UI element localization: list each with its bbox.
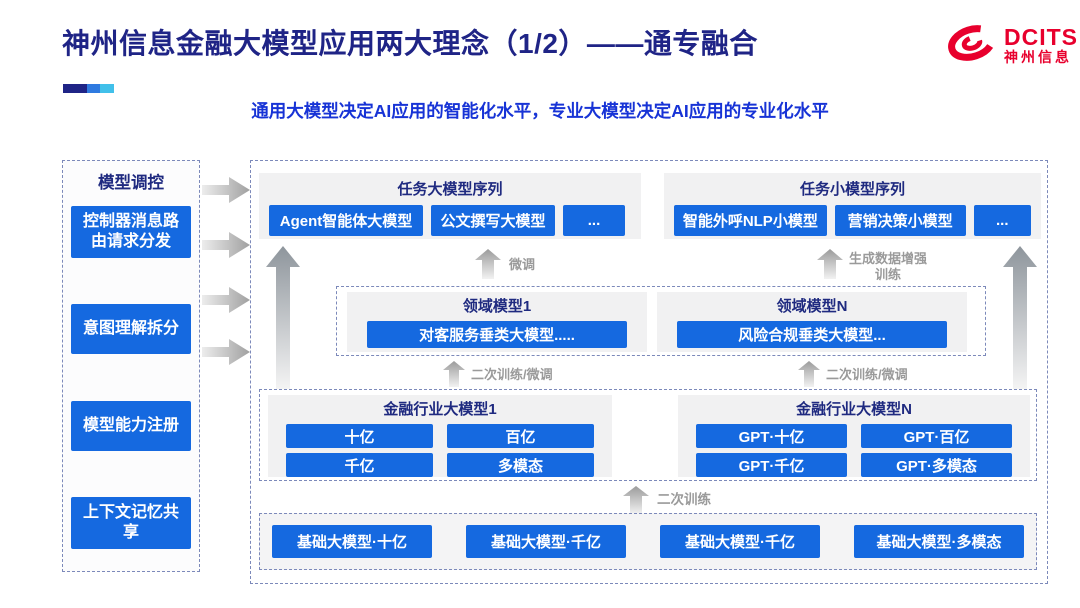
diagram-canvas: 任务大模型序列 Agent智能体大模型 公文撰写大模型 ... 任务小模型序列 … [250,160,1048,584]
industry-model-1-title: 金融行业大模型1 [383,401,497,418]
model-chip-gpt-multimodal: GPT·多模态 [861,453,1012,477]
domain-model-1-title: 领域模型1 [462,298,532,315]
model-chip-1b: 十亿 [286,424,433,448]
industry-model-n-panel: 金融行业大模型N GPT·十亿 GPT·百亿 GPT·千亿 GPT·多模态 [678,395,1030,477]
dcits-swirl-icon [946,20,998,71]
industry-model-1-panel: 金融行业大模型1 十亿 百亿 千亿 多模态 [268,395,612,477]
task-large-title: 任务大模型序列 [397,181,503,198]
domain-models-group: 领域模型1 对客服务垂类大模型..... 领域模型N 风险合规垂类大模型... [336,286,986,356]
slide-subtitle: 通用大模型决定AI应用的智能化水平，专业大模型决定AI应用的专业化水平 [251,101,829,121]
label-secondary-training-left: 二次训练/微调 [471,367,553,382]
model-chip-base-multimodal: 基础大模型·多模态 [854,525,1024,558]
right-arrow-icon [202,287,250,318]
industry-model-n-title: 金融行业大模型N [796,401,912,418]
up-arrow-icon [475,249,501,284]
model-control-panel: 模型调控 控制器消息路由请求分发 意图理解拆分 模型能力注册 上下文记忆共享 [62,160,200,572]
page-title: 神州信息金融大模型应用两大理念（1/2）——通专融合 [62,28,758,59]
logo-brand-text: DCITS [1004,24,1078,51]
label-secondary-training-right: 二次训练/微调 [826,367,908,382]
domain-model-n-title: 领域模型N [776,298,848,315]
model-chip-100b: 千亿 [286,453,433,477]
right-arrow-icon [202,339,250,370]
task-small-title: 任务小模型序列 [799,181,905,198]
model-chip-marketing-decision: 营销决策小模型 [834,205,966,236]
label-fine-tune: 微调 [509,257,536,272]
model-chip-gpt-10b: GPT·百亿 [861,424,1012,448]
model-chip-customer-service: 对客服务垂类大模型..... [367,321,627,348]
sidebar-item-message-routing: 控制器消息路由请求分发 [71,206,191,258]
model-chip-outbound-nlp: 智能外呼NLP小模型 [674,205,827,236]
model-chip-agent: Agent智能体大模型 [269,205,423,236]
logo-brand-cn: 神州信息 [1004,49,1072,66]
model-chip-base-100b-2: 基础大模型·千亿 [660,525,820,558]
model-chip-ellipsis: ... [973,205,1031,236]
up-arrow-icon [798,361,820,392]
dcits-logo: DCITS 神州信息 [946,20,1078,71]
industry-models-group: 金融行业大模型1 十亿 百亿 千亿 多模态 金融行业大模型N GPT·十亿 GP… [259,389,1037,481]
model-chip-ellipsis: ... [563,205,625,236]
task-large-model-panel: 任务大模型序列 Agent智能体大模型 公文撰写大模型 ... [259,173,641,239]
up-arrow-icon [817,249,843,284]
right-arrow-icon [202,177,250,208]
tall-up-arrow-icon [266,246,300,394]
model-chip-risk-compliance: 风险合规垂类大模型... [677,321,947,348]
domain-model-1-panel: 领域模型1 对客服务垂类大模型..... [347,292,647,352]
right-arrow-icon [202,232,250,263]
model-chip-multimodal: 多模态 [447,453,594,477]
tall-up-arrow-icon [1003,246,1037,394]
up-arrow-icon [443,361,465,392]
model-chip-gpt-100b: GPT·千亿 [696,453,847,477]
model-chip-base-1b: 基础大模型·十亿 [272,525,432,558]
domain-model-n-panel: 领域模型N 风险合规垂类大模型... [657,292,967,352]
sidebar-item-capability-register: 模型能力注册 [71,401,191,451]
model-chip-10b: 百亿 [447,424,594,448]
label-generated-data-training: 生成数据增强训练 [848,251,927,282]
label-secondary-training-bottom: 二次训练 [657,492,711,507]
task-small-model-panel: 任务小模型序列 智能外呼NLP小模型 营销决策小模型 ... [664,173,1041,239]
accent-bar [63,84,114,93]
sidebar-item-intent-split: 意图理解拆分 [71,304,191,354]
base-models-group: 基础大模型·十亿 基础大模型·千亿 基础大模型·千亿 基础大模型·多模态 [259,513,1037,570]
model-chip-document-writing: 公文撰写大模型 [431,205,555,236]
model-control-title: 模型调控 [98,174,164,192]
sidebar-item-context-memory: 上下文记忆共享 [71,497,191,549]
up-arrow-icon [623,486,649,519]
model-chip-base-100b: 基础大模型·千亿 [466,525,626,558]
model-chip-gpt-1b: GPT·十亿 [696,424,847,448]
